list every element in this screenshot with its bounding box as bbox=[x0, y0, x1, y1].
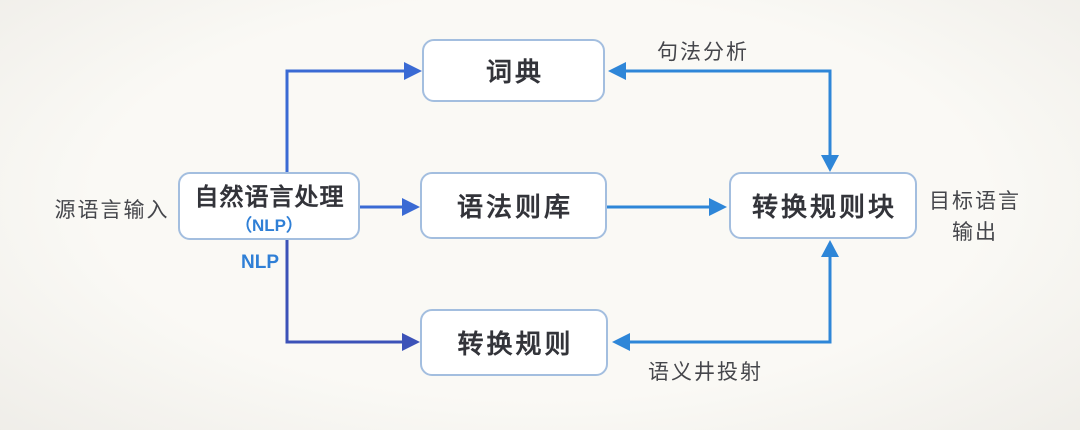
arrowhead-into-dictionary-right-icon bbox=[608, 62, 626, 80]
edge-label-nlp: NLP bbox=[241, 252, 279, 273]
edge-label-syntax-analysis: 句法分析 bbox=[657, 41, 749, 64]
node-nlp-subtitle: （NLP） bbox=[235, 215, 303, 235]
node-transform-rule-block: 转换规则块 bbox=[729, 172, 917, 239]
node-dictionary: 词典 bbox=[422, 39, 605, 102]
arrowhead-into-block-bottom-icon bbox=[821, 240, 839, 257]
node-grammar-title: 语法则库 bbox=[456, 192, 573, 222]
node-nlp-title: 自然语言处理 bbox=[194, 183, 345, 211]
node-grammar-rule-library: 语法则库 bbox=[420, 172, 607, 239]
edge-label-semantic-projection: 语义井投射 bbox=[648, 361, 763, 384]
node-dictionary-title: 词典 bbox=[485, 57, 544, 87]
arrow-dictionary-transform-block bbox=[624, 69, 832, 158]
arrow-nlp-to-dictionary bbox=[285, 69, 406, 172]
arrowhead-into-dictionary-icon bbox=[404, 62, 422, 80]
arrow-nlp-to-transform-rules bbox=[285, 240, 404, 344]
node-transform-rules: 转换规则 bbox=[420, 309, 608, 376]
arrowhead-into-grammar-icon bbox=[402, 198, 420, 216]
node-block-title: 转换规则块 bbox=[751, 192, 897, 222]
arrow-transform-rules-block bbox=[628, 256, 832, 344]
label-target-language-output: 目标语言 输出 bbox=[929, 190, 1021, 244]
label-source-language-input: 源语言输入 bbox=[54, 199, 170, 222]
arrowhead-into-block-top-icon bbox=[821, 155, 839, 172]
arrowhead-into-transform-rules-icon bbox=[402, 333, 420, 351]
arrowhead-into-transform-rules-right-icon bbox=[612, 333, 630, 351]
node-transform-title: 转换规则 bbox=[457, 329, 574, 359]
arrowhead-into-block-left-icon bbox=[709, 198, 727, 216]
node-natural-language-processing: 自然语言处理 （NLP） bbox=[178, 172, 360, 240]
